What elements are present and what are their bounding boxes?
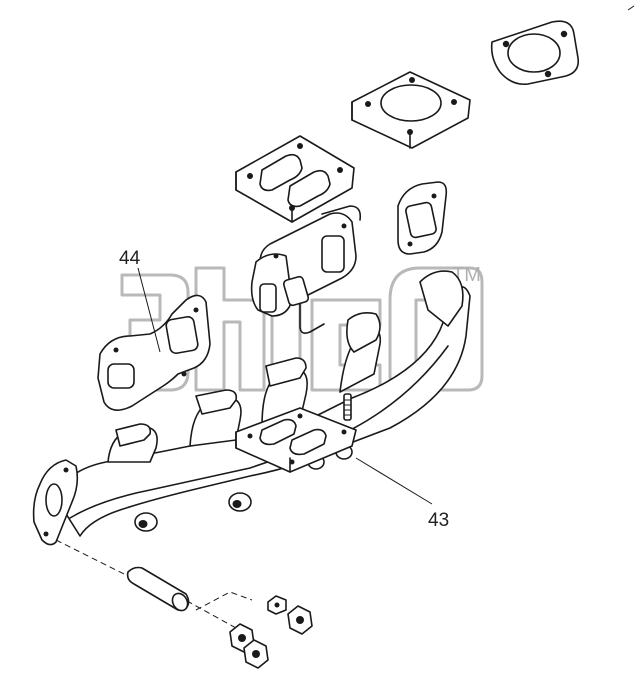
leader-lines (137, 267, 433, 505)
corner-mark (627, 5, 635, 11)
inner-ports (282, 275, 310, 307)
triangular-flange-gasket (490, 20, 580, 86)
callout-43: 43 (428, 510, 449, 531)
leader-line-43 (355, 457, 433, 505)
callout-44: 44 (119, 248, 141, 269)
twin-port-gasket (235, 135, 355, 223)
left-port-flange (97, 294, 211, 411)
single-port-gasket (397, 181, 448, 255)
bolt-kit (55, 539, 313, 669)
leader-line-44 (137, 267, 161, 353)
exhaust-manifold (32, 270, 471, 546)
square-flange-gasket (351, 71, 471, 149)
upper-twin-port-flange (250, 205, 362, 334)
